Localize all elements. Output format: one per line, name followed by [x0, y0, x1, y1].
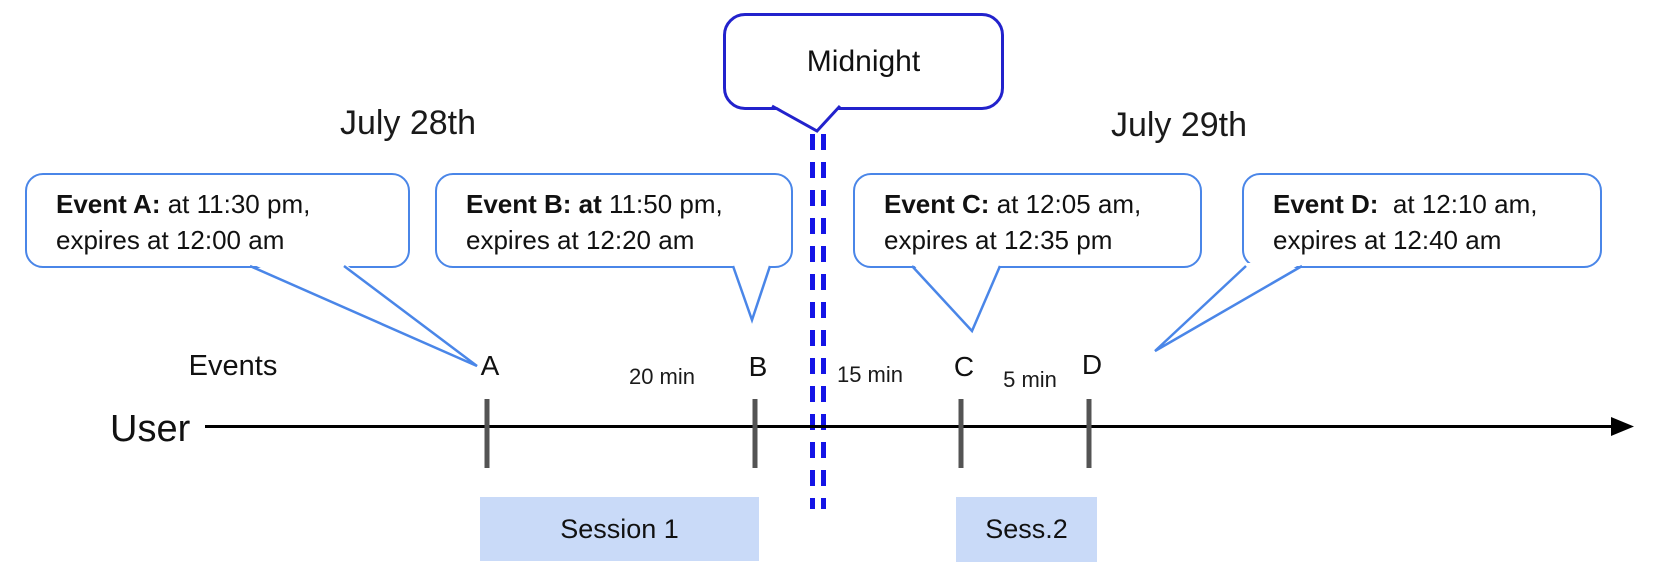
event-b-line2: expires at 12:20 am: [466, 225, 695, 255]
timeline-arrowhead-icon: [1611, 417, 1634, 436]
event-d-line2: expires at 12:40 am: [1273, 225, 1502, 255]
event-c-callout: Event C: at 12:05 am, expires at 12:35 p…: [853, 173, 1202, 268]
event-a-time: at 11:30 pm,: [160, 189, 311, 219]
event-d-tail-fill: [1155, 263, 1302, 351]
event-d-line1: Event D: at 12:10 am,: [1273, 186, 1590, 222]
event-c-title: Event C:: [884, 189, 990, 219]
event-b-callout: Event B: at 11:50 pm, expires at 12:20 a…: [435, 173, 793, 268]
midnight-callout: Midnight: [723, 13, 1004, 110]
date-label-july-29: July 29th: [1110, 106, 1248, 144]
event-c-line1: Event C: at 12:05 am,: [884, 186, 1190, 222]
event-c-time: at 12:05 am,: [989, 189, 1142, 219]
session-2-box: Sess.2: [956, 497, 1097, 562]
event-c-callout-tail: [911, 265, 1002, 334]
event-a-tail-fill: [250, 263, 477, 366]
event-b-time: 11:50 pm,: [601, 189, 723, 219]
session-1-box: Session 1: [480, 497, 759, 561]
event-a-line1: Event A: at 11:30 pm,: [56, 186, 398, 222]
tick-label-c: C: [953, 351, 975, 382]
user-axis-label: User: [110, 408, 191, 450]
event-c-tail-fill: [912, 263, 1000, 331]
event-d-title: Event D:: [1273, 189, 1379, 219]
tick-label-a: A: [480, 350, 500, 381]
event-a-callout: Event A: at 11:30 pm, expires at 12:00 a…: [25, 173, 410, 268]
interval-label-ab: 20 min: [628, 364, 696, 389]
midnight-callout-label: Midnight: [806, 44, 921, 78]
events-axis-label: Events: [188, 350, 278, 382]
session-1-label: Session 1: [560, 513, 679, 544]
date-label-july-28: July 28th: [339, 104, 477, 142]
event-b-tail-fill: [733, 263, 770, 320]
event-a-line2: expires at 12:00 am: [56, 225, 285, 255]
event-a-title: Event A:: [56, 189, 161, 219]
interval-label-cd: 5 min: [1003, 367, 1057, 392]
tick-label-d: D: [1081, 349, 1103, 380]
session-2-label: Sess.2: [985, 514, 1068, 544]
event-c-line2: expires at 12:35 pm: [884, 225, 1113, 255]
event-d-callout: Event D: at 12:10 am, expires at 12:40 a…: [1242, 173, 1602, 268]
event-b-callout-tail: [731, 265, 772, 324]
tick-label-b: B: [748, 351, 768, 382]
event-d-time: at 12:10 am,: [1378, 189, 1538, 219]
event-d-callout-tail: [1154, 264, 1303, 353]
interval-label-bc: 15 min: [836, 362, 904, 387]
event-b-title: Event B: at: [466, 189, 602, 219]
event-a-callout-tail: [249, 264, 478, 368]
event-b-line1: Event B: at 11:50 pm,: [466, 186, 781, 222]
